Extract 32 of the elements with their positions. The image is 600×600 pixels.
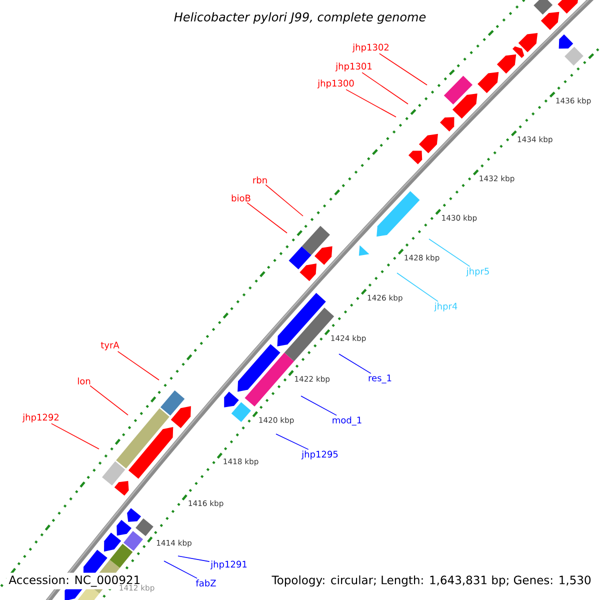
leader-line bbox=[276, 434, 309, 450]
leader-line bbox=[379, 53, 428, 86]
leader-line bbox=[346, 89, 396, 118]
gene-label: tyrA bbox=[100, 342, 120, 350]
title: Helicobacter pylori J99, complete genome bbox=[174, 12, 426, 24]
genome-info-text: Topology: circular; Length: 1,643,831 bp; Genes: 1,530 bbox=[269, 572, 594, 590]
gene-label: rbn bbox=[253, 176, 267, 184]
leader-line bbox=[362, 72, 408, 104]
gene-label: jhp1301 bbox=[335, 62, 372, 72]
gene-label: jhp1292 bbox=[22, 414, 59, 422]
leader-line bbox=[396, 272, 438, 302]
gene-label: mod_1 bbox=[332, 416, 362, 426]
gene-label: bioB bbox=[232, 194, 250, 202]
leader-line bbox=[265, 184, 304, 216]
leader-line bbox=[117, 351, 160, 380]
leader-line bbox=[338, 354, 372, 374]
gene-label: jhp1302 bbox=[352, 44, 389, 52]
leader-line bbox=[178, 556, 210, 562]
gene-label: jhp1291 bbox=[210, 560, 247, 570]
gene-label: lon bbox=[78, 378, 90, 384]
leader-line bbox=[90, 385, 128, 416]
gene-label: res_1 bbox=[368, 374, 392, 384]
leader-line bbox=[51, 423, 100, 450]
gene-label: jhpr4 bbox=[434, 302, 458, 312]
leader-line bbox=[246, 202, 288, 234]
gene-label: fabZ bbox=[196, 580, 216, 586]
leader-line bbox=[428, 238, 470, 267]
gene-label: jhp1295 bbox=[301, 450, 338, 460]
gene-label: jhp1300 bbox=[317, 80, 354, 88]
gene-label: jhpr5 bbox=[466, 268, 489, 276]
leader-line bbox=[300, 396, 337, 416]
leader-line bbox=[164, 560, 198, 579]
